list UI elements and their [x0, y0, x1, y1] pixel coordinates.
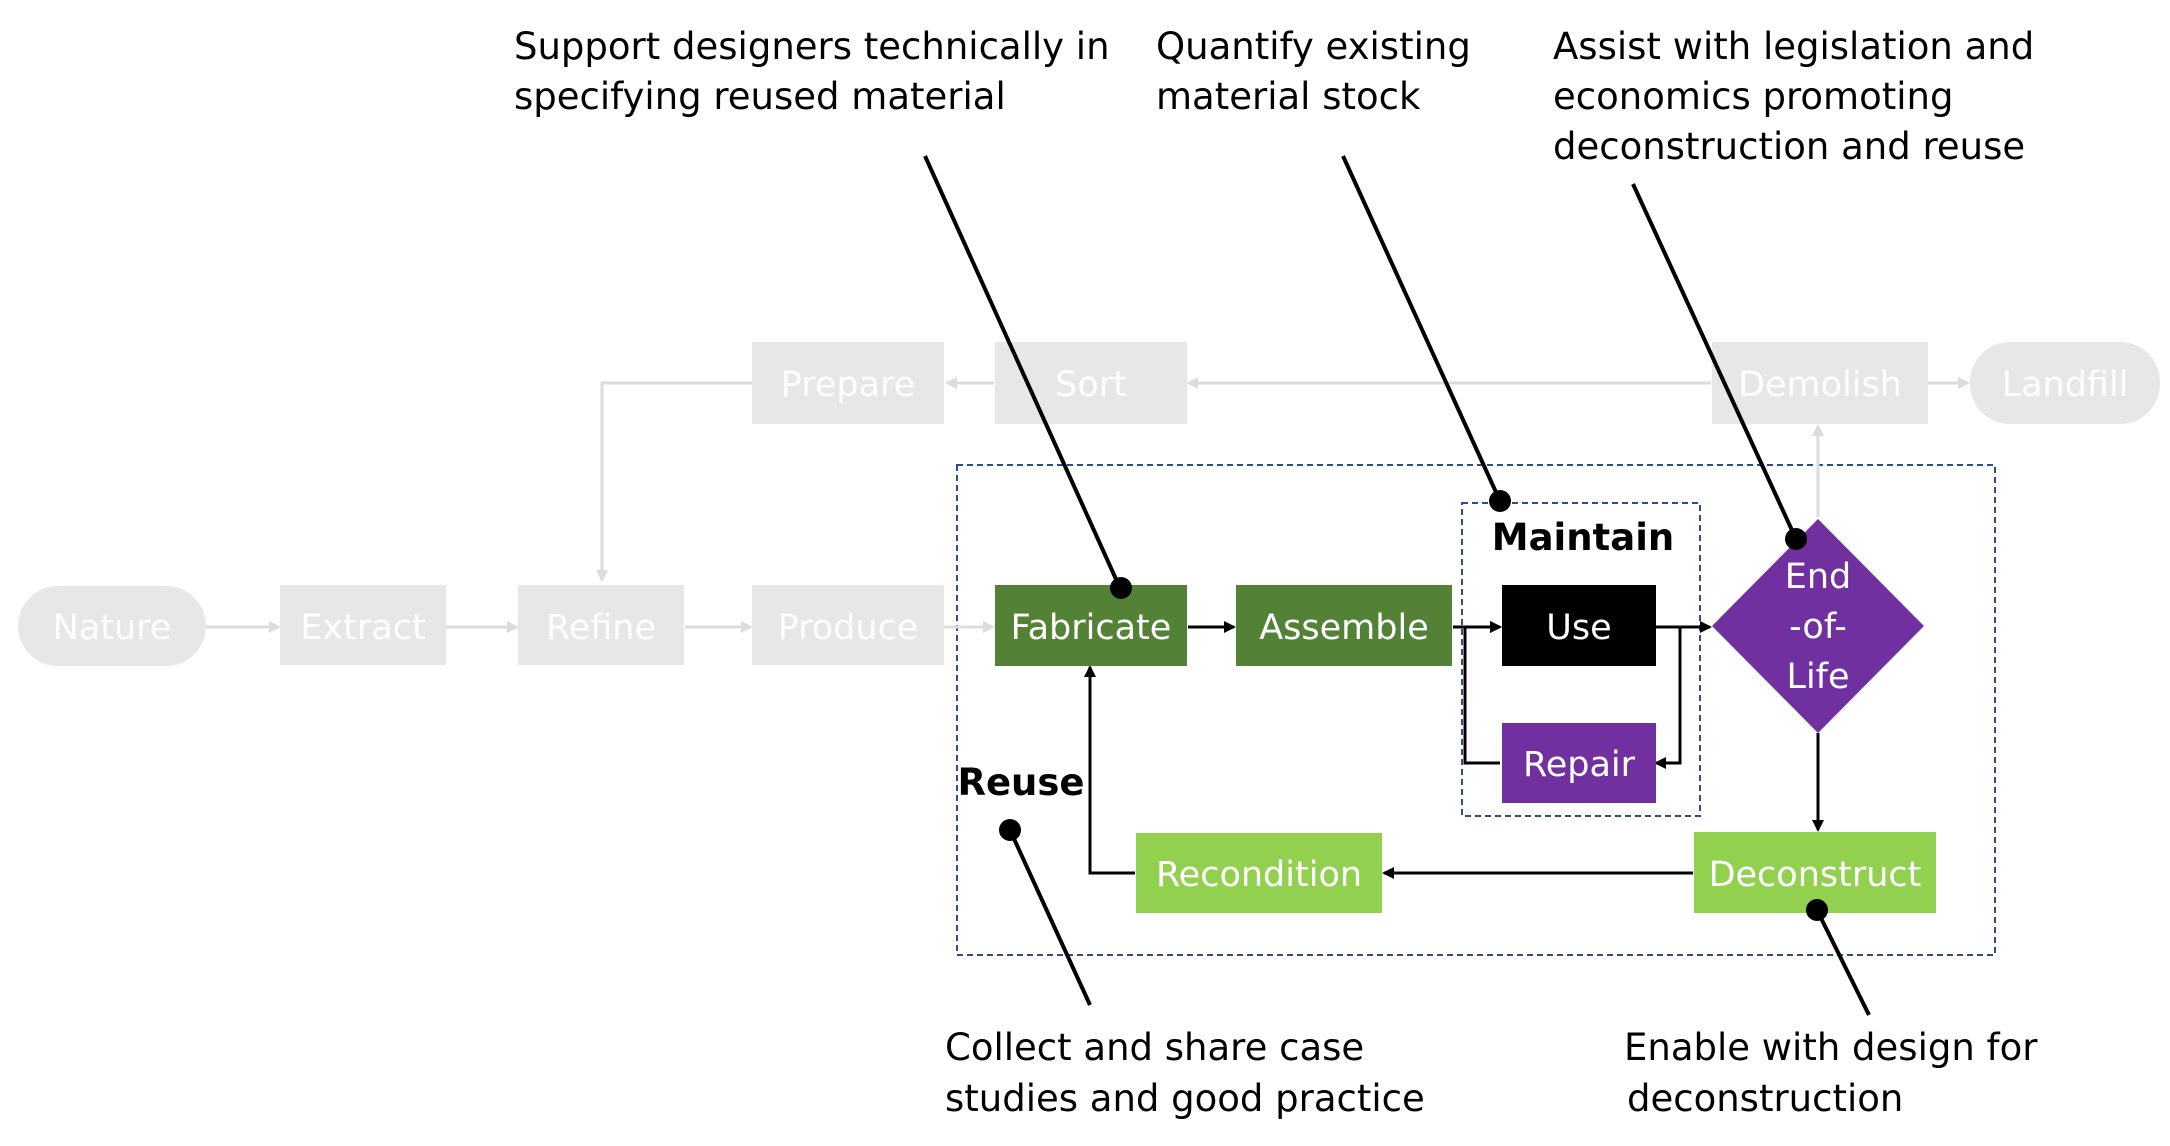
node-nature: Nature: [18, 586, 206, 666]
callout-quantify-line-2: material stock: [1156, 75, 1421, 118]
node-use-label: Use: [1546, 608, 1611, 648]
callout-quantify-line-1: Quantify existing: [1156, 25, 1471, 68]
callout-quantify-stock: Quantify existing material stock: [1156, 25, 1471, 118]
callout-enable-design: Enable with design for deconstruction: [1624, 1026, 2038, 1120]
end-of-life-line-3: Life: [1786, 657, 1849, 697]
node-demolish: Demolish: [1712, 342, 1928, 424]
reuse-group-title: Reuse: [957, 761, 1084, 804]
faded-connectors: [206, 377, 1970, 633]
node-nature-label: Nature: [53, 608, 172, 648]
node-prepare: Prepare: [752, 342, 944, 424]
node-assemble-label: Assemble: [1259, 608, 1429, 648]
node-recondition: Recondition: [1136, 833, 1382, 913]
node-recondition-label: Recondition: [1156, 855, 1362, 895]
flow-connectors: [1084, 621, 1824, 879]
node-prepare-label: Prepare: [781, 365, 915, 405]
node-deconstruct-label: Deconstruct: [1709, 855, 1922, 895]
node-produce: Produce: [752, 585, 944, 665]
callout-support-line-2: specifying reused material: [514, 75, 1006, 118]
callout-enable-line-2: deconstruction: [1627, 1077, 1903, 1120]
node-produce-label: Produce: [778, 608, 919, 648]
callout-dots: [999, 490, 1828, 921]
node-repair-label: Repair: [1523, 745, 1636, 785]
maintain-group-title: Maintain: [1492, 516, 1675, 559]
callout-assist-line-2: economics promoting: [1553, 75, 1953, 118]
maintain-group-border: [1461, 502, 1701, 817]
node-refine-label: Refine: [546, 608, 656, 648]
callout-collect-case-studies: Collect and share case studies and good …: [945, 1026, 1425, 1120]
end-of-life-line-2: -of-: [1789, 607, 1847, 647]
callout-assist-line-1: Assist with legislation and: [1553, 25, 2034, 68]
node-assemble: Assemble: [1236, 585, 1452, 666]
node-refine: Refine: [518, 585, 684, 665]
node-extract-label: Extract: [300, 608, 425, 648]
callout-enable-line-1: Enable with design for: [1624, 1026, 2038, 1069]
node-fabricate-label: Fabricate: [1011, 608, 1172, 648]
node-demolish-label: Demolish: [1738, 365, 1902, 405]
node-sort-label: Sort: [1055, 365, 1127, 405]
callout-assist-line-3: deconstruction and reuse: [1553, 125, 2025, 168]
callout-collect-line-2: studies and good practice: [945, 1077, 1425, 1120]
callout-support-designers: Support designers technically in specify…: [514, 25, 1110, 118]
node-sort: Sort: [995, 342, 1187, 424]
node-use: Use: [1502, 585, 1656, 666]
reuse-group-border: [956, 464, 1996, 956]
node-landfill-label: Landfill: [2002, 365, 2129, 405]
node-extract: Extract: [280, 585, 446, 665]
callout-leaders: [923, 155, 1871, 1016]
callout-support-line-1: Support designers technically in: [514, 25, 1110, 68]
callout-collect-line-1: Collect and share case: [945, 1026, 1364, 1069]
node-repair: Repair: [1502, 723, 1656, 803]
end-of-life-line-1: End: [1785, 557, 1852, 597]
node-fabricate: Fabricate: [995, 585, 1187, 666]
callout-assist-legislation: Assist with legislation and economics pr…: [1553, 25, 2034, 168]
node-landfill: Landfill: [1970, 342, 2160, 424]
node-end-of-life: End -of- Life: [1712, 519, 1924, 733]
